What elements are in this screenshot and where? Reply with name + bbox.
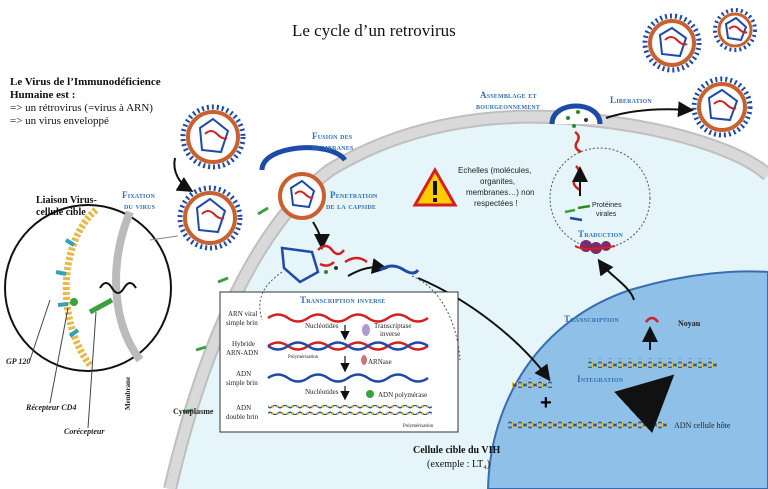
caption-line-2: (exemple : LT₄)	[427, 459, 491, 470]
mrna-nucleus	[645, 316, 659, 323]
intro-line-1: Le Virus de l’Immunodéficience	[10, 76, 161, 88]
released-virus-3	[691, 76, 753, 138]
rt-arnase: ARNase	[368, 358, 392, 366]
uncoated-capsid	[280, 244, 345, 284]
translation-area	[549, 147, 651, 249]
warning-line-1: Echelles (molécules,	[458, 166, 532, 175]
proteins-line-2: virales	[596, 211, 617, 218]
warning-sign-icon	[412, 166, 458, 207]
arrow-to-translation	[597, 258, 635, 301]
integrated-dna	[588, 358, 718, 368]
cd4-leader	[49, 307, 69, 404]
stage-fusion-1: Fusion des	[312, 131, 353, 141]
rt-row3-b: simple brin	[226, 379, 258, 387]
stage-transcription-inverse: Transcription inverse	[300, 295, 386, 305]
zoom-circle	[4, 204, 172, 372]
intro-line-4: => un virus enveloppé	[10, 115, 109, 127]
warning-line-2: organites,	[480, 177, 516, 186]
reverse-transcriptase-icon	[362, 324, 370, 336]
rt-nucleotides-2: Nucléotides	[305, 388, 339, 396]
released-virus-2	[713, 8, 757, 52]
membrane-receptors	[182, 206, 269, 414]
gp120-leader	[29, 299, 51, 361]
stage-fixation-1: Fixation	[122, 190, 155, 200]
proteins-line-1: Protéines	[592, 202, 622, 209]
dna-strand-cytoplasm	[379, 264, 420, 275]
rt-row1-a: ARN viral	[228, 310, 258, 318]
host-dna	[508, 420, 668, 430]
stage-transcription: Transcription	[564, 314, 619, 324]
fixed-virus	[177, 185, 243, 251]
cd4-label: Récepteur CD4	[26, 403, 77, 412]
viral-dna-nucleus	[512, 378, 552, 388]
warning-line-4: respectées !	[474, 199, 518, 208]
intro-line-2: Humaine est :	[10, 89, 76, 101]
arrow-integration	[614, 374, 675, 434]
rt-polymerisation-2: Polymérisation	[403, 424, 434, 429]
membrane-label: Membrane	[124, 376, 132, 410]
rt-hybrid-row2	[267, 341, 429, 351]
rt-row1-b: simple brin	[226, 319, 258, 327]
host-dna-label: ADN cellule hôte	[674, 421, 731, 430]
incoming-virus	[180, 104, 246, 170]
rt-polymerisation-1: Polymérisation	[288, 355, 319, 360]
stage-fixation-2: du virus	[124, 201, 156, 211]
zoom-title-1: Liaison Virus-	[36, 195, 97, 206]
rt-row4-b: double brin	[226, 413, 259, 421]
stage-assemblage-1: Assemblage et	[480, 90, 537, 100]
rt-box-connector-left	[259, 271, 283, 321]
arrow-fixation	[173, 157, 194, 193]
nucleus-label: Noyau	[678, 319, 701, 328]
rt-adn-polymerase: ADN polymérase	[378, 391, 428, 399]
rt-nucleotides-1: Nucléotides	[305, 322, 339, 330]
rt-transcriptase-1: Transcriptase	[374, 322, 412, 330]
arnase-icon	[361, 355, 367, 365]
intro-line-3: => un rétrovirus (=virus à ARN)	[10, 102, 153, 114]
caption-line-1: Cellule cible du VIH	[413, 445, 501, 456]
stage-assemblage-2: bourgeonnement	[476, 101, 541, 111]
zoom-leader	[149, 235, 179, 241]
stage-traduction: Traduction	[578, 229, 624, 239]
rt-dsdna-row4	[268, 405, 432, 415]
budding-virus	[549, 103, 603, 154]
released-virus-1	[642, 13, 702, 73]
rt-row2-b: ARN-ADN	[226, 349, 259, 357]
rt-ssdna-row3	[267, 373, 429, 383]
arrow-to-liberation	[605, 101, 694, 119]
fusing-virus	[259, 145, 347, 220]
arrow-to-nucleus	[417, 277, 551, 382]
rt-transcriptase-2: inverse	[380, 330, 401, 338]
stage-integration: Integration	[577, 374, 624, 384]
stage-liberation: Liberation	[610, 95, 652, 105]
rt-rna-row1	[267, 313, 429, 323]
gp120-label: GP 120	[6, 357, 31, 366]
rt-row4-a: ADN	[236, 404, 252, 412]
cytoplasm-label: Cytoplasme	[173, 407, 214, 416]
stage-penetration-1: Penetration	[330, 190, 378, 200]
ribosome	[574, 240, 616, 254]
stage-fusion-2: membranes	[312, 142, 354, 152]
zoom-title-2: cellule cible	[36, 207, 86, 218]
stage-penetration-2: de la capside	[326, 201, 377, 211]
rt-row2-a: Hybride	[232, 340, 255, 348]
coreceptor-leader	[87, 311, 97, 429]
viral-proteins	[564, 204, 591, 222]
page-title: Le cycle d’un retrovirus	[292, 21, 456, 40]
adn-polymerase-icon	[366, 390, 374, 398]
rna-strand-cytoplasm	[344, 256, 368, 264]
rt-row3-a: ADN	[236, 370, 252, 378]
arrow-to-uncoating	[312, 221, 330, 250]
plus-sign: +	[540, 392, 552, 414]
coreceptor-label: Corécepteur	[64, 427, 105, 436]
warning-line-3: membranes…) non	[466, 188, 535, 197]
